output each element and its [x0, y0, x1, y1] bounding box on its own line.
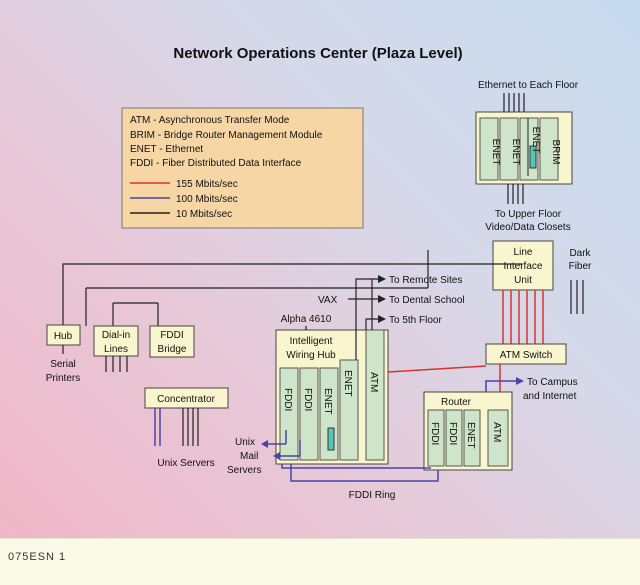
footer: 075ESN 1: [0, 538, 640, 585]
router-module-fddi-1: [427, 409, 445, 467]
fddi-ring: [281, 464, 439, 482]
destination-arrows: [378, 275, 386, 323]
iwh-module-fddi-2: [299, 367, 319, 461]
dest-5th: To 5th Floor: [389, 315, 442, 326]
dest-remote: To Remote Sites: [389, 275, 462, 286]
atm-switch-box: [485, 343, 567, 365]
fddi-ring-label: FDDI Ring: [349, 490, 396, 501]
campus-line2: and Internet: [523, 391, 577, 402]
dark-fiber-lines: [570, 280, 584, 314]
router-label-fddi-2: FDDI: [447, 422, 458, 445]
concentrator-box: [144, 387, 229, 409]
closet-label-enet-1: ENET: [490, 139, 501, 166]
hub: Hub Serial Printers: [46, 324, 81, 384]
iwh-label-enet-1: ENET: [322, 388, 333, 415]
router-module-enet: [463, 409, 481, 467]
closet-module-brim: [539, 117, 559, 181]
atm-switch: ATM Switch: [485, 343, 567, 365]
dest-dental: To Dental School: [389, 295, 465, 306]
destination-lines: [348, 278, 378, 360]
router-label-fddi-1: FDDI: [429, 422, 440, 445]
legend-def-fddi: FDDI - Fiber Distributed Data Interface: [130, 158, 302, 169]
iwh-atm-link: [387, 365, 487, 373]
dialin-line2: Lines: [104, 344, 128, 355]
liu-box: [492, 240, 554, 291]
dark-fiber-line1: Dark: [569, 248, 591, 259]
legend-box: [121, 107, 364, 229]
dialin-line1: Dial-in: [102, 330, 130, 341]
ethernet-to-floor-label: Ethernet to Each Floor: [478, 80, 579, 91]
router-module-fddi-2: [445, 409, 463, 467]
legend-def-enet: ENET - Ethernet: [130, 144, 203, 155]
unix-mail-line3: Servers: [227, 465, 261, 476]
liu-line3: Unit: [514, 275, 532, 286]
closets-label: Video/Data Closets: [485, 222, 570, 233]
router-label-enet: ENET: [465, 422, 476, 449]
legend: ATM - Asynchronous Transfer Mode BRIM - …: [121, 107, 364, 229]
dark-fiber-line2: Fiber: [569, 261, 592, 272]
iwh-label-fddi-2: FDDI: [302, 388, 313, 411]
vax-label: VAX: [318, 295, 338, 306]
concentrator: Concentrator Unix Servers: [144, 387, 229, 469]
closet-label-enet-2: ENET: [510, 139, 521, 166]
iwh-label-fddi-1: FDDI: [282, 388, 293, 411]
dial-in: Dial-in Lines: [93, 325, 139, 372]
alpha-label: Alpha 4610: [281, 314, 332, 325]
campus-arrow: [516, 377, 524, 385]
fddi-bridge-box: [149, 325, 195, 358]
intelligent-wiring-hub: Intelligent Wiring Hub FDDI FDDI ENET EN…: [275, 329, 389, 465]
closet-label-enet-3: ENET: [530, 127, 541, 154]
campus-link: [485, 380, 516, 392]
unix-servers-label: Unix Servers: [157, 458, 214, 469]
network-diagram: Network Operations Center (Plaza Level) …: [46, 45, 592, 501]
router-label: Router: [441, 397, 472, 408]
router-module-atm: [487, 409, 509, 467]
unix-mail-line1: Unix: [235, 437, 255, 448]
mail-arrow-2: [273, 452, 280, 460]
iwh-label-enet-2: ENET: [342, 370, 353, 397]
fddi-bridge-line1: FDDI: [160, 330, 183, 341]
legend-def-atm: ATM - Asynchronous Transfer Mode: [130, 115, 290, 126]
iwh-module-enet-2: [339, 359, 359, 461]
backbone-lines: [62, 250, 522, 326]
legend-def-brim: BRIM - Bridge Router Management Module: [130, 130, 323, 141]
iwh-label-atm: ATM: [368, 372, 379, 392]
legend-speed-155: 155 Mbits/sec: [176, 179, 238, 190]
legend-speed-10: 10 Mbits/sec: [176, 209, 232, 220]
iwh-line1: Intelligent: [290, 336, 333, 347]
closet-module-enet-2: [499, 117, 519, 181]
upper-floor-label: To Upper Floor: [495, 209, 562, 220]
figure-code: 075ESN 1: [8, 551, 67, 563]
unix-mail-line2: Mail: [240, 451, 258, 462]
line-interface-unit: Line Interface Unit: [492, 240, 554, 291]
iwh-indicator: [327, 427, 335, 451]
legend-speed-100: 100 Mbits/sec: [176, 194, 238, 205]
iwh-module-atm: [365, 329, 385, 461]
hub-label: Hub: [54, 331, 73, 342]
closet-indicator: [529, 145, 537, 169]
closet-label-brim: BRIM: [550, 140, 561, 165]
mail-links: [268, 430, 301, 457]
concentrator-label: Concentrator: [157, 394, 215, 405]
campus-line1: To Campus: [527, 377, 578, 388]
serial-label: Serial: [50, 359, 76, 370]
dialin-box: [93, 325, 139, 357]
fddi-bridge-line2: Bridge: [158, 344, 187, 355]
liu-atm-links: [502, 290, 544, 344]
printers-label: Printers: [46, 373, 80, 384]
iwh-module-fddi-1: [279, 367, 299, 461]
atm-switch-label: ATM Switch: [500, 350, 553, 361]
diagram-title: Network Operations Center (Plaza Level): [173, 45, 462, 62]
mail-arrow-1: [261, 440, 268, 448]
closet-module-enet-1: [479, 117, 499, 181]
liu-line2: Interface: [504, 261, 543, 272]
router-label-atm: ATM: [491, 422, 502, 442]
liu-line1: Line: [514, 247, 533, 258]
fddi-bridge: FDDI Bridge: [149, 325, 195, 358]
iwh-line2: Wiring Hub: [286, 350, 336, 361]
upper-closet: Ethernet to Each Floor ENET ENET ENET BR…: [475, 80, 579, 233]
router: Router FDDI FDDI ENET ATM: [423, 391, 513, 471]
